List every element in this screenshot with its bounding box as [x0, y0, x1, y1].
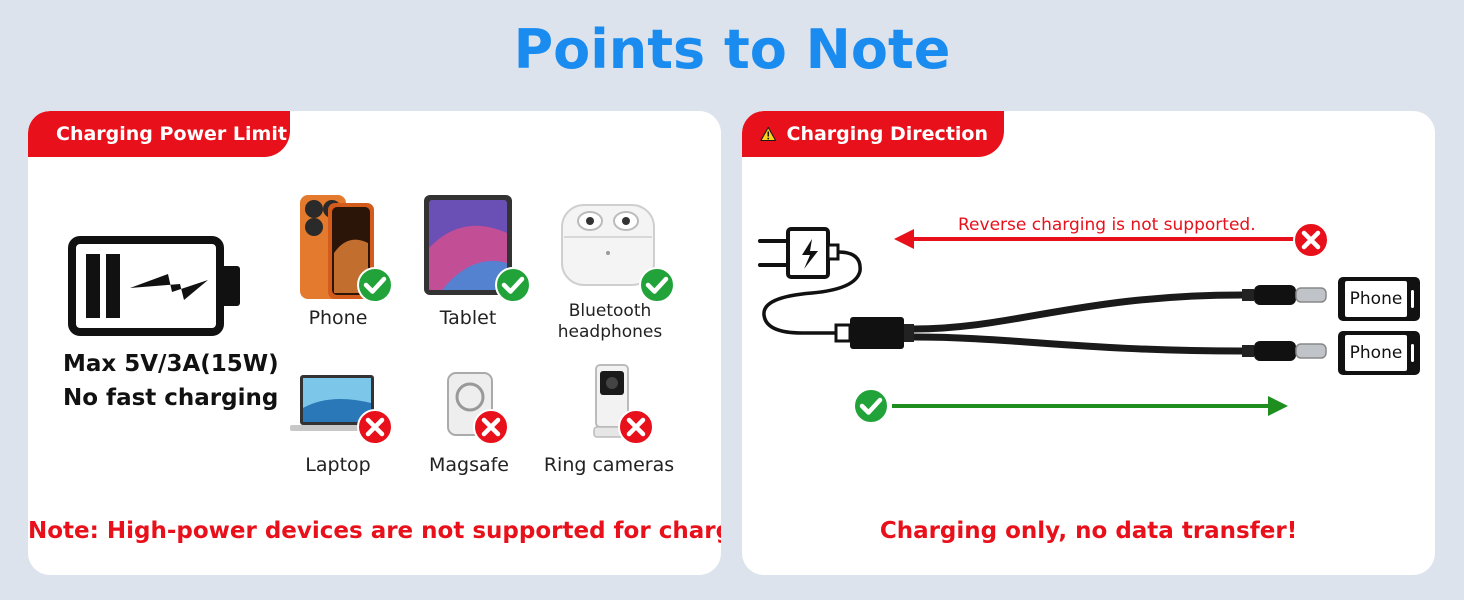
check-icon	[639, 267, 675, 303]
cross-icon	[357, 409, 393, 445]
laptop-icon	[290, 375, 384, 431]
phone-label: Phone	[1345, 335, 1407, 371]
cross-icon	[618, 409, 654, 445]
forward-arrow-icon	[892, 396, 1288, 416]
device-label-phone: Phone	[308, 307, 368, 329]
warning-icon	[760, 126, 777, 142]
data-transfer-note: Charging only, no data transfer!	[879, 518, 1298, 544]
phone-device-2: Phone	[1338, 331, 1420, 375]
cross-icon	[1293, 222, 1329, 258]
spec-max-power: Max 5V/3A(15W)	[63, 351, 279, 377]
phone-label: Phone	[1345, 281, 1407, 317]
tablet-icon	[424, 195, 512, 295]
reverse-charging-text: Reverse charging is not supported.	[958, 215, 1256, 235]
check-icon	[495, 267, 531, 303]
reverse-arrow-icon	[894, 229, 1294, 249]
charging-power-limit-card: Charging Power Limit Max 5V/3A(15W) No f…	[28, 111, 721, 575]
device-label-laptop: Laptop	[305, 454, 371, 476]
check-icon	[357, 267, 393, 303]
device-label-headphones: Bluetooth headphones	[557, 301, 663, 342]
device-label-ring-cameras: Ring cameras	[543, 454, 675, 476]
charging-direction-card: Charging Direction Reverse charging is n…	[742, 111, 1435, 575]
low-battery-icon	[68, 236, 240, 336]
cross-icon	[473, 409, 509, 445]
tab-label: Charging Power Limit	[56, 123, 287, 145]
check-icon	[853, 388, 889, 424]
tab-label: Charging Direction	[786, 123, 989, 145]
device-label-tablet: Tablet	[439, 307, 497, 329]
high-power-note: Note: High-power devices are not support…	[28, 518, 721, 544]
charger-cable-icon	[758, 227, 1327, 361]
charging-power-limit-tab: Charging Power Limit	[28, 111, 290, 157]
phone-device-1: Phone	[1338, 277, 1420, 321]
page-title: Points to Note	[513, 18, 951, 81]
charging-direction-tab: Charging Direction	[742, 111, 1004, 157]
spec-no-fast-charging: No fast charging	[63, 385, 279, 411]
earbuds-icon	[561, 204, 655, 286]
device-label-magsafe: Magsafe	[428, 454, 510, 476]
